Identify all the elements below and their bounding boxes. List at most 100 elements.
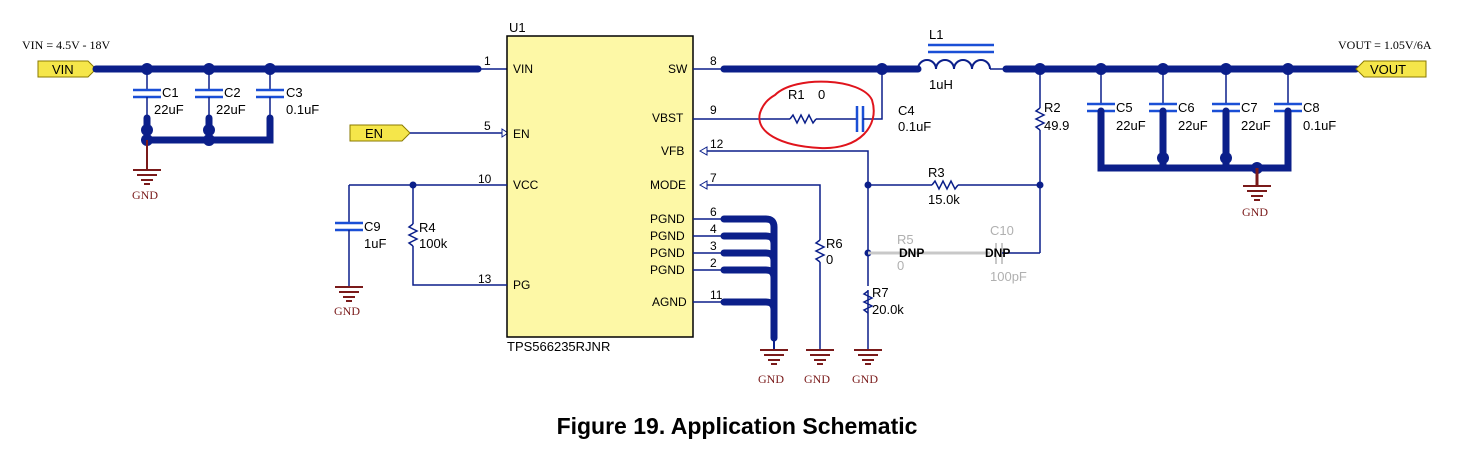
c8-ref: C8 (1303, 100, 1320, 115)
c3-value: 0.1uF (286, 102, 319, 117)
pin-name-vfb: VFB (661, 144, 684, 158)
c4-value: 0.1uF (898, 119, 931, 134)
c3-ref: C3 (286, 85, 303, 100)
resistor-r5-dnp: R5 0 DNP (868, 232, 990, 273)
ground-symbol-input: GND (132, 169, 161, 202)
resistor-r6: R6 0 (814, 236, 843, 350)
resistor-r4: R4 100k (407, 185, 507, 286)
capacitor-c4: C4 0.1uF (855, 69, 931, 134)
c7-ref: C7 (1241, 100, 1258, 115)
c10-ref: C10 (990, 223, 1014, 238)
r2-value: 49.9 (1044, 118, 1069, 133)
r6-value: 0 (826, 252, 833, 267)
ground-symbol-r6: GND (804, 349, 834, 386)
vout-port: VOUT (1355, 60, 1427, 78)
capacitor-c9: C9 1uF (335, 185, 386, 287)
gnd-label: GND (132, 188, 158, 202)
ic-part: TPS566235RJNR (507, 339, 610, 354)
l1-ref: L1 (929, 27, 943, 42)
ic-u1: U1 TPS566235RJNR VIN EN VCC PG 1 5 10 13… (478, 20, 724, 354)
r5-dnp: DNP (899, 246, 924, 260)
r7-value: 20.0k (872, 302, 904, 317)
vin-spec: VIN = 4.5V - 18V (22, 38, 111, 52)
gnd-label: GND (804, 372, 830, 386)
c5-ref: C5 (1116, 100, 1133, 115)
pin-num-8: 8 (710, 54, 717, 68)
capacitor-c2: C2 22uF (195, 69, 246, 130)
c1-ref: C1 (162, 85, 179, 100)
pin-num-6: 6 (710, 205, 717, 219)
pin-num-11: 11 (710, 288, 723, 302)
vout-port-label: VOUT (1370, 62, 1406, 77)
l1-value: 1uH (929, 77, 953, 92)
r2-ref: R2 (1044, 100, 1061, 115)
r4-value: 100k (419, 236, 448, 251)
c2-ref: C2 (224, 85, 241, 100)
ground-symbol-pgnd: GND (758, 349, 788, 386)
pin-name-sw: SW (668, 62, 688, 76)
pin-num-3: 3 (710, 239, 717, 253)
resistor-r3: R3 15.0k (868, 165, 1040, 207)
r3-ref: R3 (928, 165, 945, 180)
capacitor-c1: C1 22uF (133, 69, 184, 130)
resistor-r7: R7 20.0k (862, 285, 904, 317)
gnd-label: GND (758, 372, 784, 386)
capacitor-c5: C5 22uF (1087, 69, 1146, 133)
pin-name-vbst: VBST (652, 111, 684, 125)
ic-ref: U1 (509, 20, 526, 35)
r5-value: 0 (897, 258, 904, 273)
vout-spec: VOUT = 1.05V/6A (1338, 38, 1432, 52)
c9-value: 1uF (364, 236, 386, 251)
capacitor-c8: C8 0.1uF (1274, 69, 1336, 133)
pin-name-vcc: VCC (513, 178, 539, 192)
en-port: EN (349, 124, 411, 142)
capacitor-c7: C7 22uF (1212, 69, 1271, 133)
output-ground-bus (1097, 107, 1292, 172)
pin-name-pgnd-4: PGND (650, 229, 685, 243)
resistor-r1: R1 0 (788, 87, 825, 125)
pin-name-pgnd-2: PGND (650, 263, 685, 277)
c2-value: 22uF (216, 102, 246, 117)
capacitor-c3: C3 0.1uF (256, 69, 319, 130)
pin-name-pgnd-6: PGND (650, 212, 685, 226)
pin-num-10: 10 (478, 172, 492, 186)
c10-value: 100pF (990, 269, 1027, 284)
pin-name-pgnd-3: PGND (650, 246, 685, 260)
c1-value: 22uF (154, 102, 184, 117)
vin-port-label: VIN (52, 62, 74, 77)
resistor-r2: R2 49.9 (1034, 69, 1069, 253)
pin-name-vin: VIN (513, 62, 533, 76)
r5-ref: R5 (897, 232, 914, 247)
c7-value: 22uF (1241, 118, 1271, 133)
ground-symbol-output: GND (1242, 185, 1271, 219)
pin-num-4: 4 (710, 222, 717, 236)
r6-ref: R6 (826, 236, 843, 251)
vin-port: VIN (37, 60, 97, 78)
r4-ref: R4 (419, 220, 436, 235)
r1-value: 0 (818, 87, 825, 102)
capacitor-c10-dnp: C10 100pF DNP (985, 223, 1040, 284)
pin-num-9: 9 (710, 103, 717, 117)
gnd-label: GND (334, 304, 360, 318)
pin-num-5: 5 (484, 119, 491, 133)
inductor-l1: L1 1uH (917, 27, 994, 92)
c6-ref: C6 (1178, 100, 1195, 115)
pin-num-12: 12 (710, 137, 724, 151)
pin-num-2: 2 (710, 256, 717, 270)
pin-name-agnd: AGND (652, 295, 687, 309)
pin-name-mode: MODE (650, 178, 686, 192)
pin-num-1: 1 (484, 54, 491, 68)
c9-ref: C9 (364, 219, 381, 234)
pin-name-en: EN (513, 127, 530, 141)
pin-name-pg: PG (513, 278, 530, 292)
pin-num-13: 13 (478, 272, 492, 286)
c10-dnp: DNP (985, 246, 1010, 260)
ground-symbol-r7: GND (852, 349, 882, 386)
pin-num-7: 7 (710, 171, 717, 185)
c5-value: 22uF (1116, 118, 1146, 133)
ground-symbol-c9: GND (334, 286, 363, 318)
c4-ref: C4 (898, 103, 915, 118)
gnd-label: GND (1242, 205, 1268, 219)
r3-value: 15.0k (928, 192, 960, 207)
